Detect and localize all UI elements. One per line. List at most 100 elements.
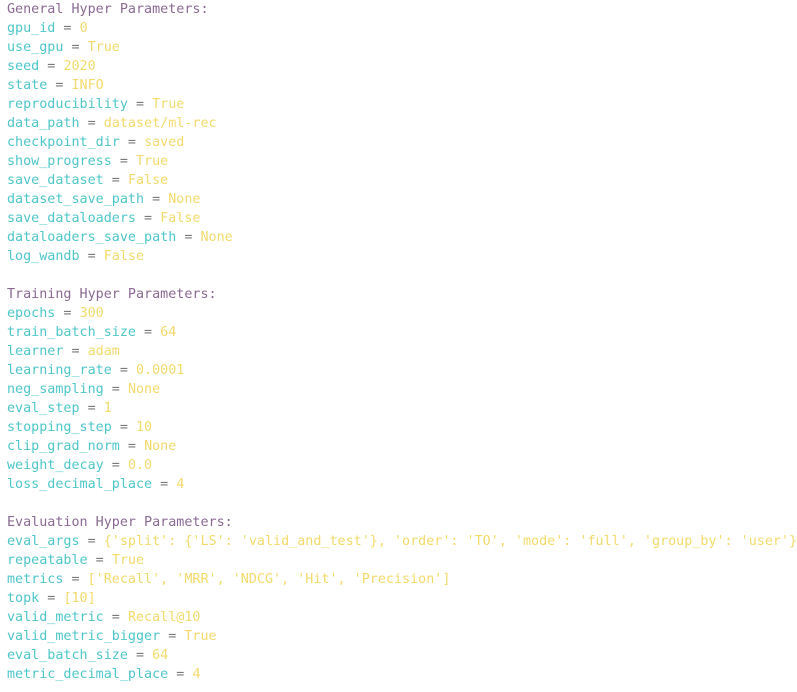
- parameter-section: Evaluation Hyper Parameters:eval_args = …: [7, 513, 797, 684]
- equals-sign: =: [79, 534, 104, 549]
- equals-sign: =: [63, 572, 88, 587]
- parameter-value: 4: [192, 667, 201, 682]
- parameter-key: loss_decimal_place: [7, 477, 153, 492]
- parameter-key: dataset_save_path: [7, 192, 145, 207]
- parameter-value: True: [111, 553, 145, 568]
- parameter-value: 1: [103, 401, 112, 416]
- parameter-row: learning_rate = 0.0001: [7, 361, 797, 380]
- parameter-value: 10: [136, 420, 153, 435]
- parameter-key: show_progress: [7, 154, 112, 169]
- parameter-row: valid_metric = Recall@10: [7, 608, 797, 627]
- parameter-key: gpu_id: [7, 21, 56, 36]
- parameter-row: seed = 2020: [7, 57, 797, 76]
- equals-sign: =: [63, 40, 88, 55]
- parameter-value: INFO: [71, 78, 104, 93]
- equals-sign: =: [87, 553, 112, 568]
- section-heading: Training Hyper Parameters:: [7, 287, 217, 302]
- equals-sign: =: [168, 667, 193, 682]
- equals-sign: =: [79, 249, 104, 264]
- equals-sign: =: [79, 116, 104, 131]
- equals-sign: =: [63, 344, 88, 359]
- equals-sign: =: [144, 192, 169, 207]
- equals-sign: =: [103, 610, 128, 625]
- parameter-value: True: [152, 97, 185, 112]
- parameter-value: 0.0: [127, 458, 153, 473]
- equals-sign: =: [176, 230, 201, 245]
- parameter-row: neg_sampling = None: [7, 380, 797, 399]
- equals-sign: =: [111, 363, 136, 378]
- parameter-row: reproducibility = True: [7, 95, 797, 114]
- parameter-value: {'split': {'LS': 'valid_and_test'}, 'ord…: [103, 534, 797, 549]
- parameter-row: metrics = ['Recall', 'MRR', 'NDCG', 'Hit…: [7, 570, 797, 589]
- parameter-value: ['Recall', 'MRR', 'NDCG', 'Hit', 'Precis…: [87, 572, 451, 587]
- parameter-value: None: [127, 382, 161, 397]
- equals-sign: =: [119, 135, 145, 150]
- parameter-row: stopping_step = 10: [7, 418, 797, 437]
- equals-sign: =: [160, 629, 185, 644]
- parameter-value: False: [103, 249, 145, 264]
- parameter-row: loss_decimal_place = 4: [7, 475, 797, 494]
- parameter-key: reproducibility: [7, 97, 128, 112]
- parameter-value: dataset/ml-rec: [103, 116, 217, 131]
- parameter-value: [10]: [63, 591, 96, 606]
- parameter-value: False: [127, 173, 169, 188]
- parameter-value: 300: [79, 306, 104, 321]
- parameter-value: adam: [87, 344, 120, 359]
- equals-sign: =: [119, 439, 145, 454]
- parameter-row: valid_metric_bigger = True: [7, 627, 797, 646]
- parameter-key: log_wandb: [7, 249, 80, 264]
- parameter-key: neg_sampling: [7, 382, 104, 397]
- parameter-key: clip_grad_norm: [7, 439, 120, 454]
- parameter-row: eval_batch_size = 64: [7, 646, 797, 665]
- parameter-value: True: [87, 40, 120, 55]
- parameter-row: epochs = 300: [7, 304, 797, 323]
- parameter-value: True: [184, 629, 217, 644]
- parameter-value: 64: [152, 648, 169, 663]
- parameter-value: None: [200, 230, 233, 245]
- equals-sign: =: [103, 173, 128, 188]
- parameter-value: 64: [160, 325, 177, 340]
- parameter-key: checkpoint_dir: [7, 135, 120, 150]
- parameter-row: save_dataloaders = False: [7, 209, 797, 228]
- parameter-key: data_path: [7, 116, 80, 131]
- parameter-row: gpu_id = 0: [7, 19, 797, 38]
- parameter-value: Recall@10: [127, 610, 201, 625]
- parameter-key: valid_metric_bigger: [7, 629, 161, 644]
- parameter-key: metric_decimal_place: [7, 667, 169, 682]
- parameter-value: True: [136, 154, 169, 169]
- parameter-key: eval_args: [7, 534, 80, 549]
- parameter-key: state: [7, 78, 48, 93]
- parameter-row: eval_step = 1: [7, 399, 797, 418]
- parameter-row: eval_args = {'split': {'LS': 'valid_and_…: [7, 532, 797, 551]
- parameter-value: False: [160, 211, 201, 226]
- parameter-value: None: [168, 192, 201, 207]
- parameter-row: metric_decimal_place = 4: [7, 665, 797, 684]
- parameter-key: seed: [7, 59, 40, 74]
- parameter-key: repeatable: [7, 553, 88, 568]
- parameter-value: 0.0001: [136, 363, 185, 378]
- parameter-key: use_gpu: [7, 40, 64, 55]
- equals-sign: =: [103, 458, 128, 473]
- equals-sign: =: [111, 154, 136, 169]
- parameter-value: saved: [144, 135, 185, 150]
- equals-sign: =: [127, 97, 153, 112]
- parameter-key: epochs: [7, 306, 56, 321]
- parameter-row: repeatable = True: [7, 551, 797, 570]
- section-heading: General Hyper Parameters:: [7, 2, 209, 17]
- equals-sign: =: [136, 325, 161, 340]
- parameter-value: None: [144, 439, 177, 454]
- parameter-key: dataloaders_save_path: [7, 230, 177, 245]
- parameter-row: data_path = dataset/ml-rec: [7, 114, 797, 133]
- parameter-value: 4: [176, 477, 185, 492]
- parameter-row: dataset_save_path = None: [7, 190, 797, 209]
- parameter-row: weight_decay = 0.0: [7, 456, 797, 475]
- parameter-row: checkpoint_dir = saved: [7, 133, 797, 152]
- equals-sign: =: [103, 382, 128, 397]
- equals-sign: =: [136, 211, 161, 226]
- parameter-value: 2020: [63, 59, 96, 74]
- parameter-row: use_gpu = True: [7, 38, 797, 57]
- parameter-value: 0: [79, 21, 88, 36]
- parameter-row: save_dataset = False: [7, 171, 797, 190]
